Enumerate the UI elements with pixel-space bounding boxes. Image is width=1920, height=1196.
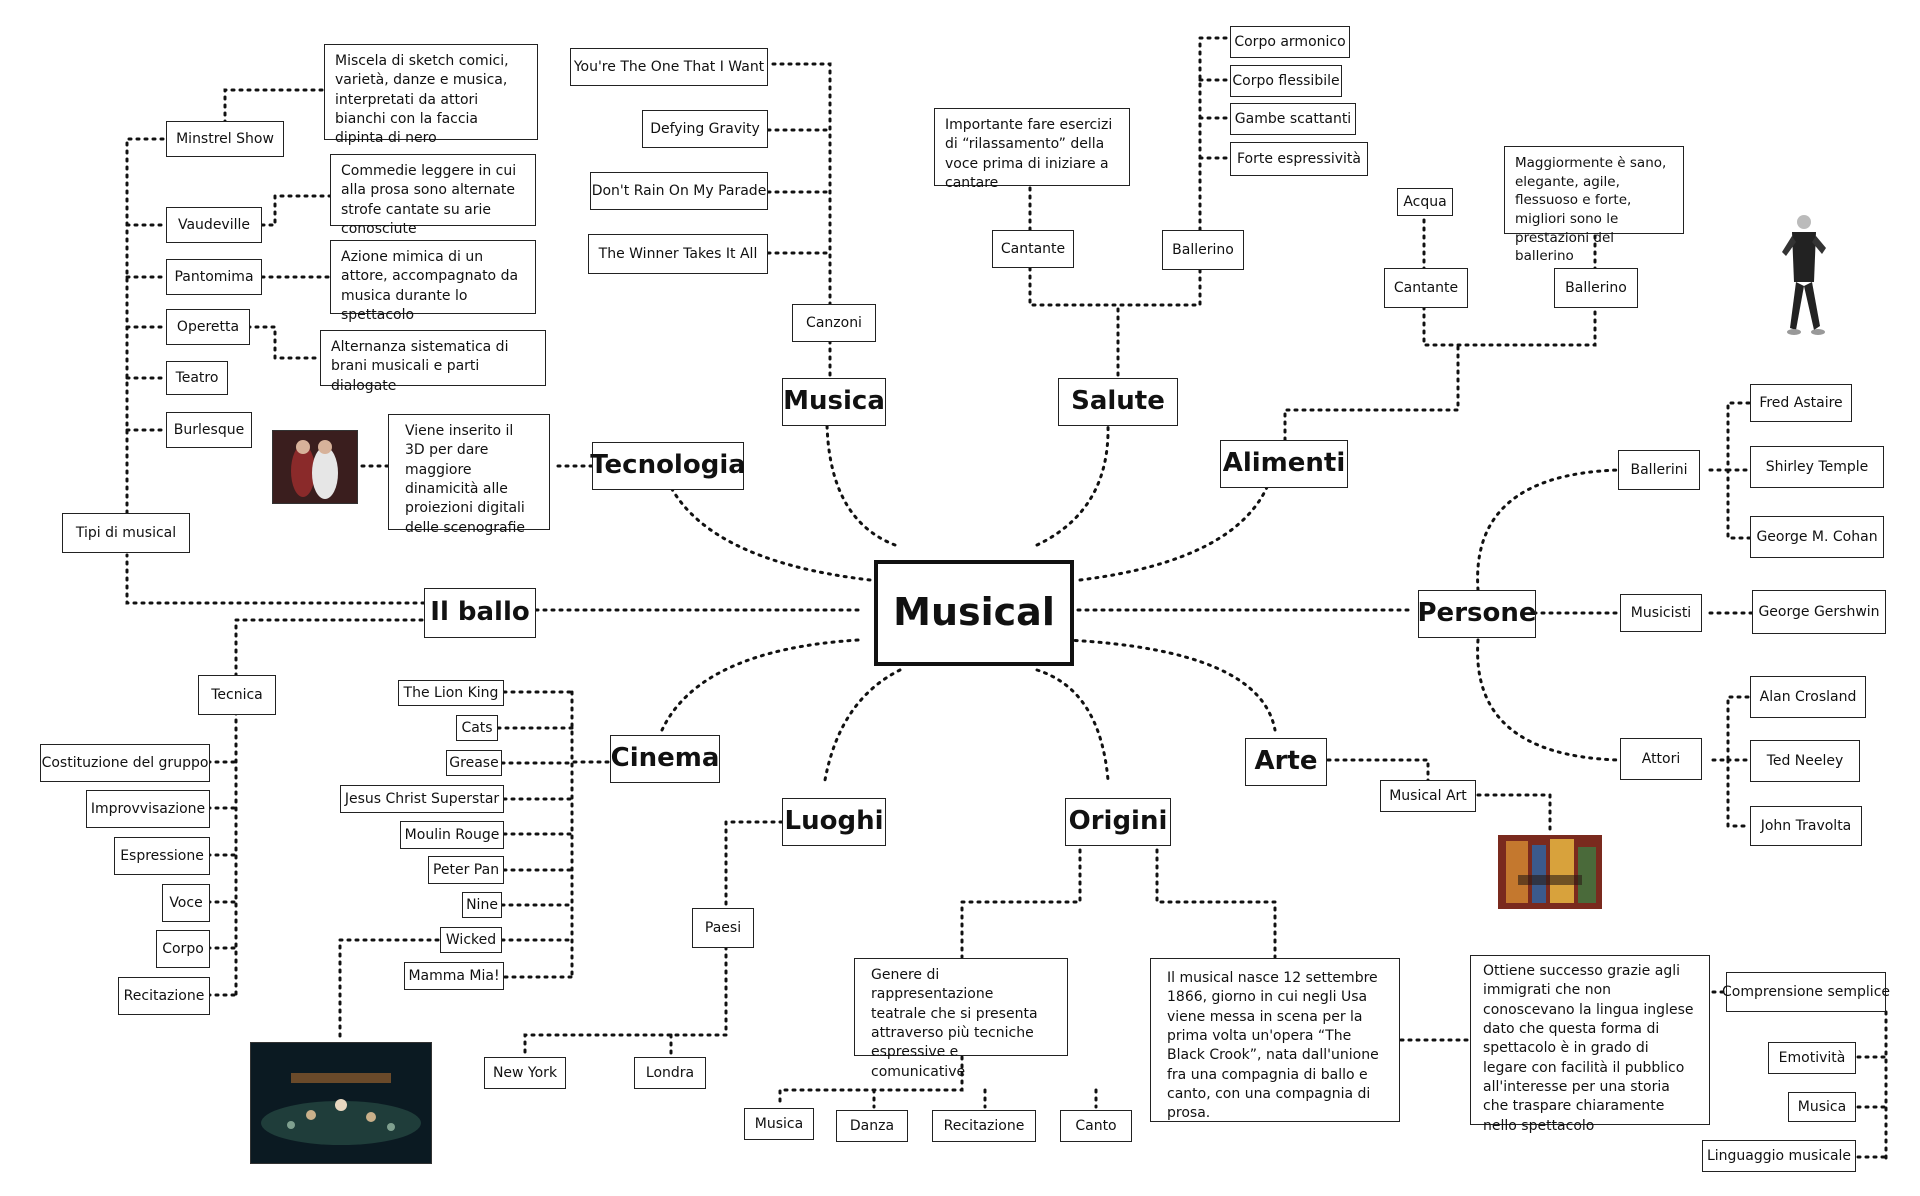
- painting-icon: [1498, 835, 1602, 909]
- city-londra[interactable]: Londra: [634, 1057, 706, 1089]
- ballerino-quality[interactable]: Forte espressività: [1230, 142, 1368, 176]
- note-minstrel: Miscela di sketch comici, varietà, danze…: [324, 44, 538, 146]
- tecnica-item[interactable]: Improvvisazione: [86, 790, 210, 828]
- node-attori[interactable]: Attori: [1620, 738, 1702, 780]
- ballerino-person[interactable]: Shirley Temple: [1750, 446, 1884, 488]
- tecnica-item[interactable]: Voce: [162, 884, 210, 922]
- dancer-photo: [1778, 212, 1830, 336]
- note-tecnologia: Viene inserito il 3D per dare maggiore d…: [388, 414, 550, 536]
- node-tecnica[interactable]: Tecnica: [198, 675, 276, 715]
- song-item[interactable]: You're The One That I Want: [570, 48, 768, 86]
- branch-luoghi[interactable]: Luoghi: [782, 798, 886, 846]
- node-alimenti-acqua[interactable]: Acqua: [1397, 188, 1453, 216]
- film-item[interactable]: Peter Pan: [428, 856, 504, 884]
- ballerino-quality[interactable]: Corpo flessibile: [1230, 65, 1342, 97]
- film-item[interactable]: The Lion King: [398, 680, 504, 706]
- tecnica-item[interactable]: Corpo: [156, 930, 210, 968]
- note-alimenti-ballerino: Maggiormente è sano, elegante, agile, fl…: [1504, 146, 1684, 264]
- node-salute-cantante[interactable]: Cantante: [992, 230, 1074, 268]
- tipo-minstrel-show[interactable]: Minstrel Show: [166, 121, 284, 157]
- branch-salute[interactable]: Salute: [1058, 378, 1178, 426]
- reason-item[interactable]: Comprensione semplice: [1722, 972, 1890, 1012]
- film-item[interactable]: Grease: [446, 750, 502, 776]
- film-item[interactable]: Mamma Mia!: [404, 962, 504, 990]
- stage-couple-icon: [273, 431, 357, 503]
- film-item[interactable]: Wicked: [440, 927, 502, 953]
- tipo-vaudeville[interactable]: Vaudeville: [166, 207, 262, 243]
- film-item[interactable]: Cats: [456, 715, 498, 741]
- node-musical-art[interactable]: Musical Art: [1380, 780, 1476, 812]
- branch-persone[interactable]: Persone: [1418, 590, 1537, 638]
- note-origini-successo: Ottiene successo grazie agli immigrati c…: [1470, 955, 1710, 1134]
- note-origini-nascita: Il musical nasce 12 settembre 1866, gior…: [1150, 958, 1400, 1122]
- reason-item[interactable]: Musica: [1788, 1092, 1856, 1122]
- branch-alimenti[interactable]: Alimenti: [1220, 440, 1348, 488]
- node-tipi-di-musical[interactable]: Tipi di musical: [62, 513, 190, 553]
- origini-element[interactable]: Musica: [744, 1108, 814, 1140]
- branch-musica[interactable]: Musica: [782, 378, 886, 426]
- wicked-photo: [250, 1042, 432, 1164]
- city-new-york[interactable]: New York: [484, 1057, 566, 1089]
- tipo-burlesque[interactable]: Burlesque: [166, 412, 252, 448]
- ballerino-person[interactable]: Fred Astaire: [1750, 384, 1852, 422]
- branch-il-ballo[interactable]: Il ballo: [424, 588, 536, 638]
- center-node[interactable]: Musical: [874, 560, 1074, 666]
- stage-scene-icon: [251, 1043, 431, 1163]
- node-salute-ballerino[interactable]: Ballerino: [1162, 230, 1244, 270]
- node-paesi[interactable]: Paesi: [692, 908, 754, 948]
- tecnica-item[interactable]: Costituzione del gruppo: [40, 744, 210, 782]
- tipo-pantomima[interactable]: Pantomima: [166, 259, 262, 295]
- branch-origini[interactable]: Origini: [1065, 798, 1171, 846]
- reason-item[interactable]: Emotività: [1768, 1042, 1856, 1074]
- film-item[interactable]: Nine: [462, 892, 502, 918]
- ballerino-quality[interactable]: Corpo armonico: [1230, 26, 1350, 58]
- tipo-teatro[interactable]: Teatro: [166, 361, 228, 395]
- note-operetta: Alternanza sistematica di brani musicali…: [320, 330, 546, 394]
- node-musicisti[interactable]: Musicisti: [1620, 594, 1702, 632]
- tecnica-item[interactable]: Recitazione: [118, 977, 210, 1015]
- tecnologia-photo: [272, 430, 358, 504]
- note-origini-genere: Genere di rappresentazione teatrale che …: [854, 958, 1068, 1080]
- film-item[interactable]: Moulin Rouge: [400, 821, 504, 849]
- musicista-person[interactable]: George Gershwin: [1752, 590, 1886, 634]
- tipo-operetta[interactable]: Operetta: [166, 309, 250, 345]
- film-item[interactable]: Jesus Christ Superstar: [340, 785, 504, 813]
- song-item[interactable]: The Winner Takes It All: [588, 234, 768, 274]
- node-canzoni[interactable]: Canzoni: [792, 304, 876, 342]
- branch-tecnologia[interactable]: Tecnologia: [590, 442, 746, 490]
- branch-arte[interactable]: Arte: [1245, 738, 1327, 786]
- node-ballerini[interactable]: Ballerini: [1618, 450, 1700, 490]
- attore-person[interactable]: Alan Crosland: [1750, 676, 1866, 718]
- attore-person[interactable]: Ted Neeley: [1750, 740, 1860, 782]
- origini-element[interactable]: Canto: [1060, 1110, 1132, 1142]
- node-alimenti-cantante[interactable]: Cantante: [1384, 268, 1468, 308]
- tecnica-item[interactable]: Espressione: [114, 837, 210, 875]
- dancer-figure-icon: [1782, 215, 1826, 335]
- song-item[interactable]: Defying Gravity: [642, 110, 768, 148]
- musical-art-photo: [1498, 835, 1602, 909]
- song-item[interactable]: Don't Rain On My Parade: [590, 172, 768, 210]
- note-pantomima: Azione mimica di un attore, accompagnato…: [330, 240, 536, 323]
- node-alimenti-ballerino[interactable]: Ballerino: [1554, 268, 1638, 308]
- reason-item[interactable]: Linguaggio musicale: [1702, 1140, 1856, 1172]
- ballerino-quality[interactable]: Gambe scattanti: [1230, 103, 1356, 135]
- origini-element[interactable]: Recitazione: [932, 1110, 1036, 1142]
- note-salute-cantante: Importante fare esercizi di “rilassament…: [934, 108, 1130, 191]
- origini-element[interactable]: Danza: [836, 1110, 908, 1142]
- attore-person[interactable]: John Travolta: [1750, 806, 1862, 846]
- branch-cinema[interactable]: Cinema: [610, 735, 720, 783]
- ballerino-person[interactable]: George M. Cohan: [1750, 516, 1884, 558]
- note-vaudeville: Commedie leggere in cui alla prosa sono …: [330, 154, 536, 237]
